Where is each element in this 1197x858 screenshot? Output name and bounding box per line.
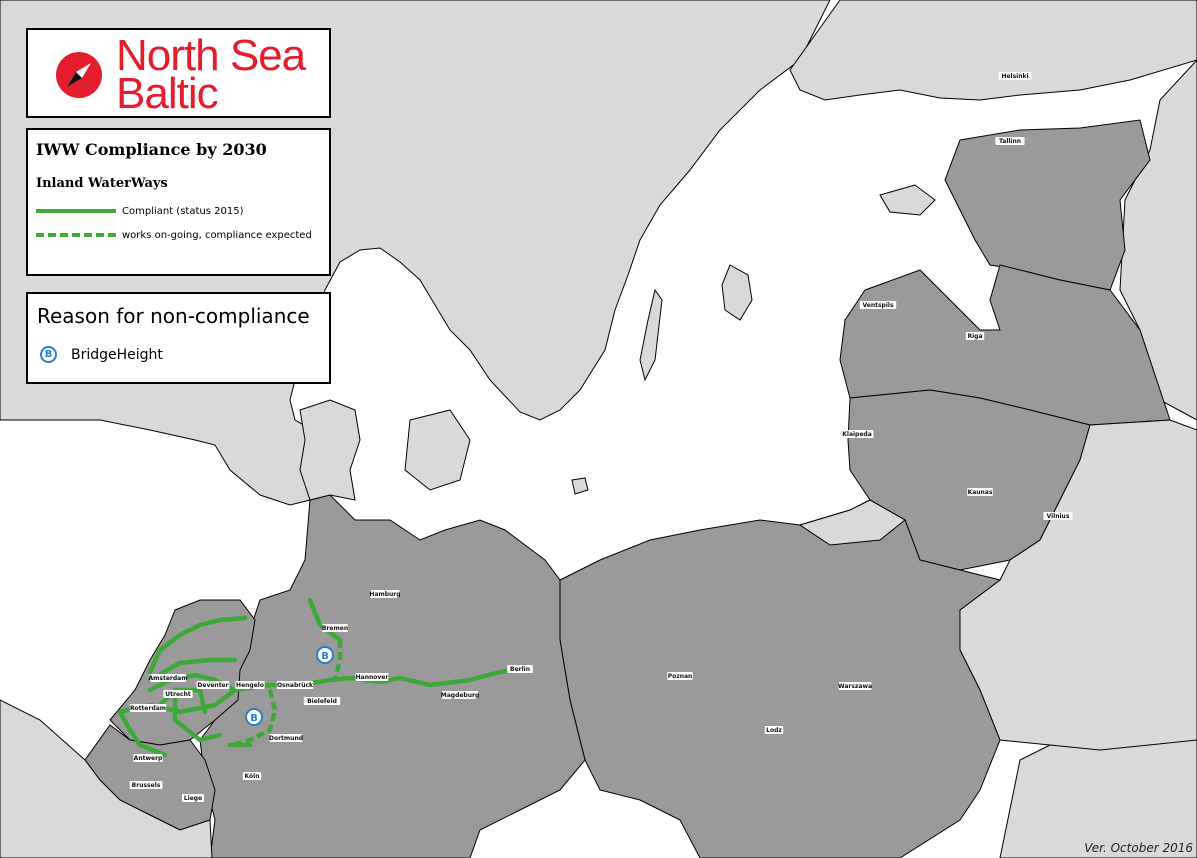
city-label-bg — [276, 681, 314, 689]
city-label-bg — [129, 704, 167, 712]
city-label-liege: Liege — [184, 795, 202, 802]
city-label-bg — [840, 430, 874, 438]
city-labels: HelsinkiTallinnVentspilsRigaKlaipedaKaun… — [129, 72, 1073, 802]
city-label-bg — [998, 72, 1032, 80]
city-label-bg — [995, 137, 1025, 145]
land-kaliningrad — [798, 499, 906, 546]
city-label-bg — [196, 681, 230, 689]
logo-panel: North Sea Baltic — [26, 28, 331, 118]
city-label-bg — [355, 673, 389, 681]
svg-text:B: B — [321, 651, 329, 662]
city-label-bg — [163, 690, 193, 698]
land-france — [0, 699, 213, 858]
bridge-marker-2: B — [245, 708, 263, 726]
city-label-bielefeld: Bielefeld — [307, 698, 337, 705]
land-finland — [789, 0, 1197, 101]
city-label-bg — [370, 590, 400, 598]
land-denmark — [299, 399, 361, 501]
reason-title: Reason for non-compliance — [37, 304, 310, 328]
city-label-bg — [764, 726, 784, 734]
legend-item-ongoing: works on-going, compliance expected — [36, 228, 312, 242]
city-label-hamburg: Hamburg — [369, 591, 400, 598]
city-label-lodz: Lodz — [766, 727, 782, 734]
solid-line-icon — [36, 209, 116, 213]
land-bornholm — [571, 477, 589, 495]
legend-title: IWW Compliance by 2030 — [36, 140, 267, 159]
waterways-ongoing — [231, 640, 343, 748]
city-label-tallinn: Tallinn — [999, 138, 1021, 145]
city-label-antwerp: Antwerp — [134, 755, 163, 762]
city-label-poznan: Poznan — [668, 673, 693, 680]
land-zealand — [404, 409, 471, 491]
reason-item-bridge: B BridgeHeight — [40, 346, 163, 363]
city-label-bg — [507, 665, 533, 673]
legend-item-label: Compliant (status 2015) — [122, 205, 244, 217]
bridge-marker-1: B — [316, 646, 334, 664]
city-label-bg — [182, 794, 204, 802]
land-saaremaa — [879, 184, 936, 216]
city-label-bg — [303, 697, 341, 705]
city-label-magdeburg: Magdeburg — [441, 692, 480, 699]
city-label-bg — [967, 488, 993, 496]
city-label-bg — [235, 681, 265, 689]
city-label-berlin: Berlin — [510, 666, 530, 673]
city-label-riga: Riga — [967, 333, 982, 340]
land-gotland — [721, 264, 753, 321]
city-label-bg — [1043, 512, 1073, 520]
city-label-bg — [269, 734, 303, 742]
compass-icon — [56, 52, 102, 98]
city-label-dortmund: Dortmund — [269, 735, 303, 742]
city-label-vilnius: Vilnius — [1047, 513, 1070, 520]
land-poland — [559, 499, 1002, 858]
city-label-rotterdam: Rotterdam — [130, 705, 166, 712]
land-oland — [639, 288, 663, 382]
legend-item-label: works on-going, compliance expected — [122, 229, 312, 241]
city-label-hengelo: Hengelo — [236, 682, 264, 689]
city-label-osnabrück: Osnabrück — [277, 682, 314, 689]
city-label-bg — [859, 301, 897, 309]
legend-panel: IWW Compliance by 2030 Inland WaterWays … — [26, 128, 331, 276]
city-label-helsinki: Helsinki — [1001, 73, 1028, 80]
city-label-bg — [242, 772, 262, 780]
city-label-bg — [149, 674, 187, 682]
logo-text-line2: Baltic — [116, 69, 219, 118]
reason-panel: Reason for non-compliance B BridgeHeight — [26, 292, 331, 384]
svg-text:B: B — [250, 713, 258, 724]
city-label-kaunas: Kaunas — [968, 489, 993, 496]
city-label-bg — [133, 754, 163, 762]
city-label-klaipeda: Klaipeda — [842, 431, 872, 438]
legend-subtitle: Inland WaterWays — [36, 176, 168, 191]
reason-item-label: BridgeHeight — [71, 346, 163, 363]
legend-item-compliant: Compliant (status 2015) — [36, 204, 243, 218]
city-label-amsterdam: Amsterdam — [149, 675, 188, 682]
city-label-warszawa: Warszawa — [838, 683, 872, 690]
city-label-bg — [667, 672, 693, 680]
dashed-line-icon — [36, 233, 116, 237]
city-label-utrecht: Utrecht — [165, 691, 191, 698]
logo-text-line1: North Sea — [116, 31, 306, 80]
city-label-bg — [129, 781, 163, 789]
city-label-deventer: Deventer — [197, 682, 228, 689]
version-label: Ver. October 2016 — [1084, 841, 1193, 855]
city-label-brussels: Brussels — [132, 782, 161, 789]
city-label-bg — [965, 332, 985, 340]
city-label-hannover: Hannover — [356, 674, 389, 681]
city-label-köln: Köln — [245, 773, 260, 780]
city-label-bg — [441, 691, 479, 699]
city-label-bg — [838, 682, 872, 690]
city-label-bremen: Bremen — [322, 625, 348, 632]
bridge-height-icon: B — [40, 346, 57, 363]
city-label-bg — [322, 624, 348, 632]
city-label-ventspils: Ventspils — [862, 302, 894, 309]
